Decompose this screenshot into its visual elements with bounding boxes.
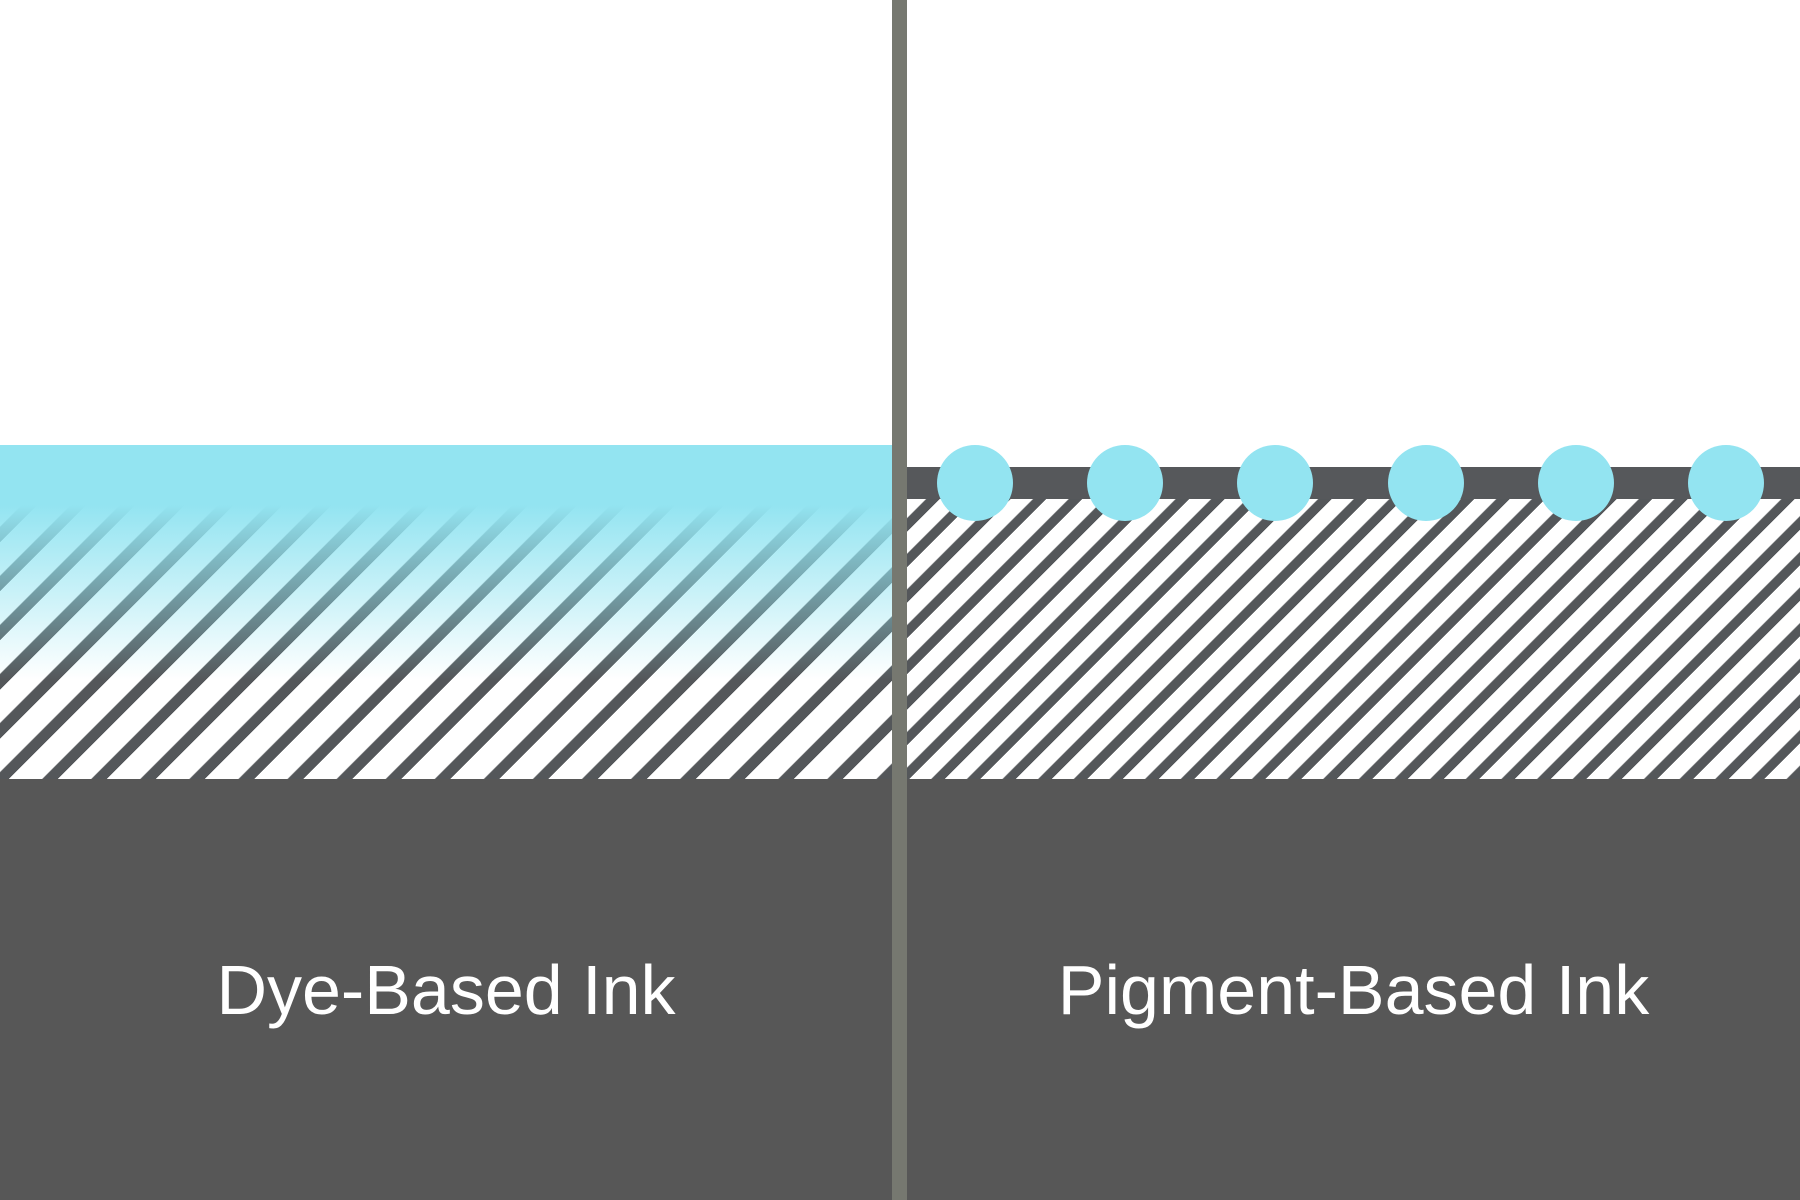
pigment-particle <box>937 445 1013 521</box>
pigment-particle <box>1237 445 1314 521</box>
pigment-particle <box>1087 445 1164 521</box>
pigment-ink-label: Pigment-Based Ink <box>1057 951 1650 1029</box>
paper-surface-bar <box>907 467 1800 499</box>
dye-ink-label: Dye-Based Ink <box>216 951 676 1029</box>
pigment-particle <box>1687 445 1764 521</box>
paper-fiber-hatch-right <box>907 499 1800 779</box>
pigment-particle <box>1387 445 1464 521</box>
dye-absorption-zone <box>0 445 892 779</box>
panel-divider <box>892 0 907 1200</box>
pigment-particles-row <box>937 445 1764 521</box>
pigment-particle <box>1537 445 1614 521</box>
dye-ink-gradient <box>0 445 892 779</box>
